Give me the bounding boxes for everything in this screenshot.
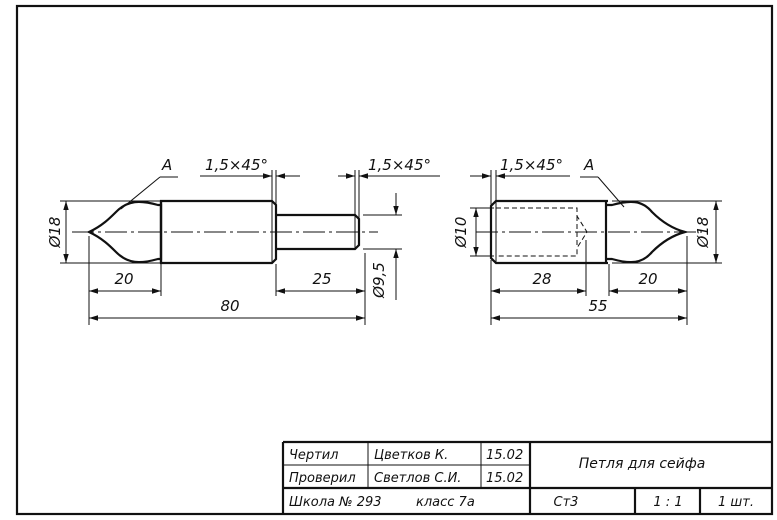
class-label: класс 7а — [416, 495, 475, 510]
left-view-label: A — [161, 156, 172, 174]
right-chamfer-label: 1,5×45° — [500, 156, 563, 174]
drawn-name: Цветков К. — [374, 448, 448, 463]
quantity-label: 1 шт. — [718, 495, 754, 510]
right-diameter-bore-label: Ø10 — [452, 217, 470, 249]
right-part: 1,5×45° A Ø10 Ø18 28 20 55 — [452, 156, 722, 325]
right-tip-outline — [606, 200, 690, 264]
left-length-pin-label: 25 — [312, 270, 331, 288]
right-main-body — [489, 199, 608, 265]
left-pin — [276, 213, 361, 251]
checked-name: Светлов С.И. — [374, 471, 461, 486]
right-length-total-label: 55 — [588, 297, 607, 315]
scale-label: 1 : 1 — [653, 495, 682, 510]
title-block: Чертил Цветков К. 15.02 Проверил Светлов… — [281, 440, 772, 514]
right-view-label: A — [583, 156, 594, 174]
part-name: Петля для сейфа — [579, 456, 706, 472]
right-hidden-bore — [496, 207, 588, 257]
left-diameter-main-label: Ø18 — [46, 217, 64, 249]
checked-date: 15.02 — [486, 471, 523, 486]
right-length-bore-label: 28 — [532, 270, 551, 288]
drawing-frame — [15, 4, 774, 516]
left-diameter-pin-label: Ø9,5 — [370, 262, 388, 299]
drawn-date: 15.02 — [486, 448, 523, 463]
material-label: Ст3 — [554, 495, 579, 510]
checked-label: Проверил — [289, 471, 356, 486]
right-length-tip-label: 20 — [638, 270, 657, 288]
left-length-tip-label: 20 — [114, 270, 133, 288]
school-label: Школа № 293 — [289, 495, 382, 510]
left-part: Ø18 A 1,5×45° 1,5×45° Ø9,5 20 25 — [46, 156, 440, 325]
left-chamfer-1-label: 1,5×45° — [205, 156, 268, 174]
left-chamfer-2-label: 1,5×45° — [368, 156, 431, 174]
drawn-label: Чертил — [289, 448, 339, 463]
right-diameter-main-label: Ø18 — [694, 217, 712, 249]
left-length-total-label: 80 — [220, 297, 239, 315]
